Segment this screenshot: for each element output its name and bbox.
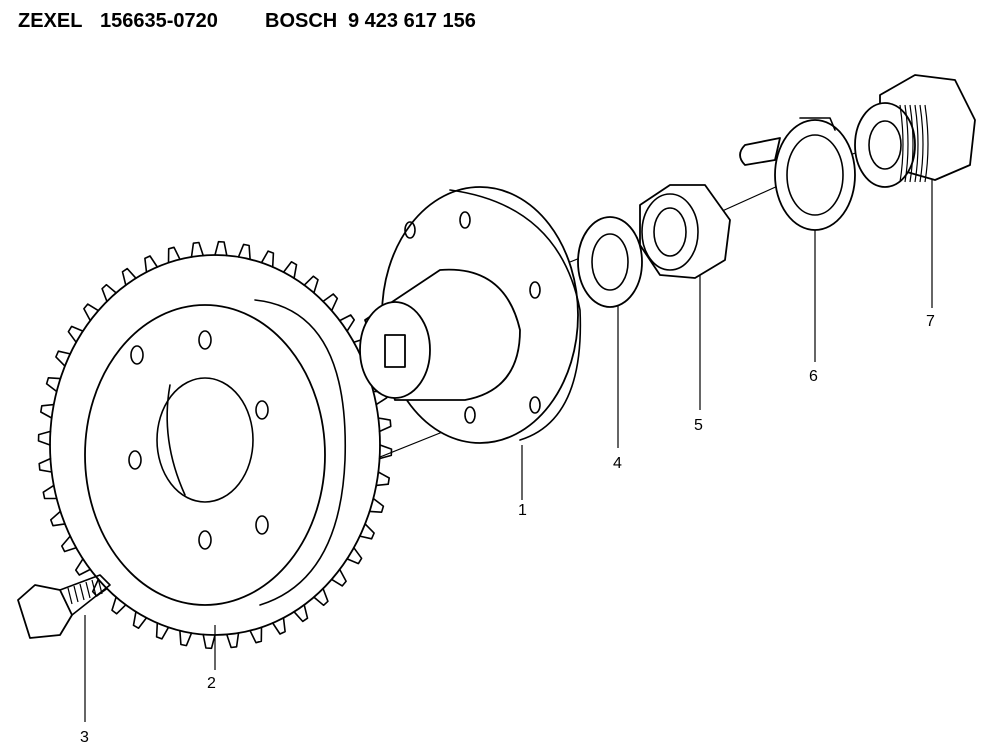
- callout-4: 4: [613, 455, 622, 472]
- bolt-thread-line: [97, 577, 103, 595]
- plug-thread-line: [919, 104, 924, 183]
- plug-thread-line: [899, 104, 904, 183]
- bolt-part-3: [17, 574, 111, 639]
- leader-lines: [84, 180, 933, 722]
- bolt-thread-line: [67, 587, 73, 605]
- callout-2: 2: [207, 675, 216, 692]
- callout-6: 6: [809, 368, 818, 385]
- bolt-thread-line: [91, 579, 97, 597]
- bolt-thread-line: [85, 581, 91, 599]
- header-bosch-part-number: 9 423 617 156: [348, 10, 476, 32]
- callout-7: 7: [926, 313, 935, 330]
- bolt-thread-line: [79, 583, 85, 601]
- plug-thread-line: [909, 104, 914, 183]
- tab-washer-part-6: [739, 117, 856, 231]
- lock-washer-part-4: [577, 216, 643, 308]
- hub-bolt-holes: [404, 211, 541, 424]
- header-brand-bosch: BOSCH: [265, 10, 337, 32]
- bolt-thread-line: [73, 585, 79, 603]
- callout-5: 5: [694, 417, 703, 434]
- gear-bolt-holes: [128, 330, 269, 550]
- gear-part-2: [37, 240, 393, 650]
- plug-thread-line: [914, 104, 919, 183]
- header-zexel-part-number: 156635-0720: [100, 10, 218, 32]
- callout-3: 3: [80, 729, 89, 746]
- nut-part-5: [639, 184, 731, 279]
- threaded-plug-part-7: [854, 74, 976, 188]
- hub-part-1: [359, 186, 582, 444]
- callout-1: 1: [518, 502, 527, 519]
- plug-thread-line: [904, 104, 909, 183]
- header-brand-zexel: ZEXEL: [18, 10, 82, 32]
- gear-teeth-outline: [37, 240, 393, 650]
- plug-thread-line: [924, 104, 929, 183]
